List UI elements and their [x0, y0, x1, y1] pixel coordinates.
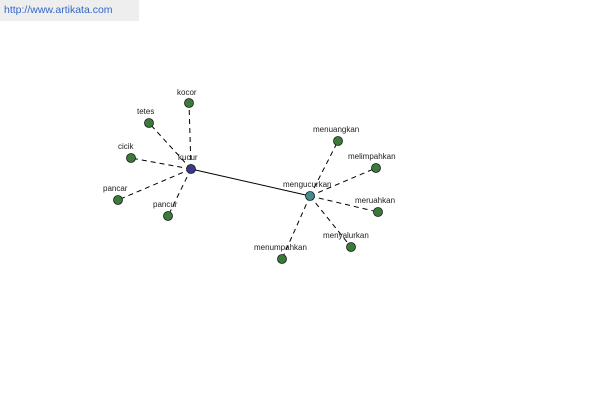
node-label-kocor: kocor	[177, 88, 197, 97]
url-banner: http://www.artikata.com	[0, 0, 139, 21]
node-menuangkan[interactable]	[333, 136, 343, 146]
node-label-kucur: kucur	[178, 153, 198, 162]
node-cicik[interactable]	[126, 153, 136, 163]
node-label-menuangkan: menuangkan	[313, 125, 359, 134]
node-meruahkan[interactable]	[373, 207, 383, 217]
node-label-cicik: cicik	[118, 142, 135, 151]
site-url-link[interactable]: http://www.artikata.com	[4, 4, 113, 16]
node-label-pancur: pancur	[153, 200, 178, 209]
node-pancar[interactable]	[113, 195, 123, 205]
nodes-layer	[113, 98, 383, 264]
node-label-meruahkan: meruahkan	[355, 196, 395, 205]
node-menyalurkan[interactable]	[346, 242, 356, 252]
node-melimpahkan[interactable]	[371, 163, 381, 173]
edge-mengucurkan-menuangkan	[309, 140, 339, 197]
node-pancur[interactable]	[163, 211, 173, 221]
node-label-melimpahkan: melimpahkan	[348, 152, 396, 161]
node-label-mengucurkan: mengucurkan	[283, 180, 331, 189]
labels-layer: kucur mengucurkan kocor tetes cicik pancar pan…	[103, 88, 396, 252]
edge-kucur-cicik	[130, 157, 192, 170]
node-mengucurkan[interactable]	[305, 191, 315, 201]
node-kocor[interactable]	[184, 98, 194, 108]
node-kucur[interactable]	[186, 164, 196, 174]
node-label-tetes: tetes	[137, 107, 154, 116]
edge-mengucurkan-menumpahkan	[281, 195, 311, 260]
node-menumpahkan[interactable]	[277, 254, 287, 264]
edge-kucur-mengucurkan	[190, 168, 311, 197]
edge-kucur-tetes	[148, 122, 192, 170]
node-label-menyalurkan: menyalurkan	[323, 231, 369, 240]
node-tetes[interactable]	[144, 118, 154, 128]
node-label-menumpahkan: menumpahkan	[254, 243, 307, 252]
edge-mengucurkan-menyalurkan	[309, 195, 352, 248]
edges-layer	[117, 102, 379, 260]
edge-mengucurkan-meruahkan	[309, 195, 379, 213]
edge-kucur-pancar	[117, 168, 192, 201]
edge-mengucurkan-melimpahkan	[309, 167, 377, 197]
node-label-pancar: pancar	[103, 184, 128, 193]
edge-kucur-kocor	[188, 102, 192, 170]
